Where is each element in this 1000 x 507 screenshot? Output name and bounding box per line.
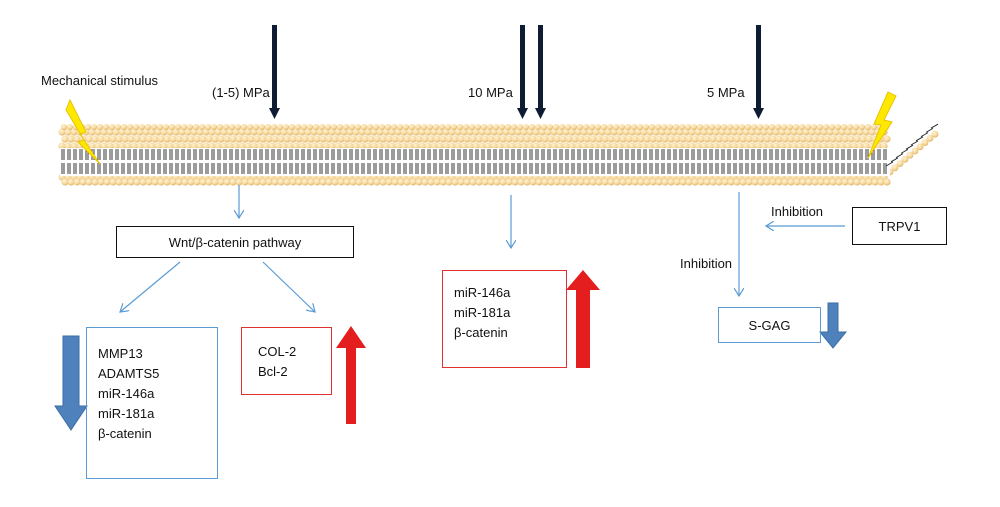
wnt-pathway-label: Wnt/β-catenin pathway — [168, 234, 302, 250]
up-arrow-red-left-icon — [336, 326, 366, 424]
trpv1-label: TRPV1 — [878, 218, 921, 234]
list-item: miR-181a — [98, 406, 155, 421]
cell-membrane — [58, 123, 939, 186]
mirna-upregulation-box: miR-146a miR-181a β-catenin — [442, 270, 567, 368]
down-arrow-blue-left-icon — [54, 335, 88, 431]
trpv1-box: TRPV1 — [852, 207, 947, 245]
pressure-arrow-2a — [517, 25, 528, 119]
sgag-box: S-GAG — [718, 307, 821, 343]
list-item: miR-146a — [454, 285, 511, 300]
pressure-label-3: 5 MPa — [707, 85, 745, 100]
anabolic-factors-box: COL-2 Bcl-2 — [241, 327, 332, 395]
mechanical-stimulus-label: Mechanical stimulus — [41, 73, 159, 88]
list-item: miR-146a — [98, 386, 155, 401]
inhibition-label-top: Inhibition — [771, 204, 824, 219]
pressure-arrow-3 — [753, 25, 764, 119]
pressure-arrow-1 — [269, 25, 280, 119]
wnt-pathway-box: Wnt/β-catenin pathway — [116, 226, 354, 258]
lightning-bolt-right-icon — [867, 91, 897, 159]
list-item: Bcl-2 — [258, 364, 288, 379]
list-item: β-catenin — [454, 325, 508, 340]
lightning-bolt-left-icon — [65, 98, 101, 165]
up-arrow-red-middle-icon — [566, 270, 600, 368]
arrow-pathway-to-anabolic — [262, 261, 315, 312]
pressure-label-1: (1-5) MPa — [212, 85, 270, 100]
list-item: MMP13 — [98, 346, 143, 361]
list-item: β-catenin — [98, 426, 152, 441]
inhibition-label-left: Inhibition — [680, 256, 733, 271]
list-item: ADAMTS5 — [98, 366, 160, 381]
pressure-arrow-2b — [535, 25, 546, 119]
arrow-pathway-to-catabolic — [120, 261, 181, 312]
down-arrow-blue-right-icon — [818, 302, 848, 349]
sgag-label: S-GAG — [748, 317, 791, 333]
list-item: miR-181a — [454, 305, 511, 320]
pressure-label-2: 10 MPa — [468, 85, 513, 100]
list-item: COL-2 — [258, 344, 297, 359]
catabolic-factors-box: MMP13 ADAMTS5 miR-146a miR-181a β-cateni… — [86, 327, 218, 479]
